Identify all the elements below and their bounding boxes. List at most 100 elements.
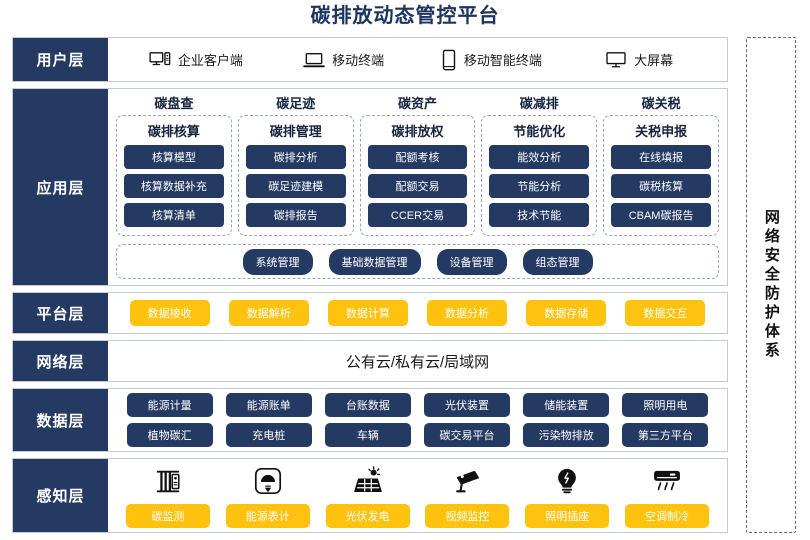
platform-chip-data-compute[interactable]: 数据计算 bbox=[327, 300, 408, 326]
application-module-columns: 碳盘查 碳排核算 核算模型 核算数据补充 核算清单 碳足迹 碳排管理 碳排分析 … bbox=[116, 93, 719, 236]
layer-application: 应用层 碳盘查 碳排核算 核算模型 核算数据补充 核算清单 碳足迹 碳排管理 bbox=[12, 88, 728, 286]
sensing-device-video-surveillance[interactable]: 视频监控 bbox=[425, 464, 510, 528]
data-source-pollutant-emission[interactable]: 污染物排放 bbox=[523, 423, 610, 447]
user-terminal-enterprise-client[interactable]: 企业客户端 bbox=[122, 50, 270, 69]
user-terminal-label: 移动智能终端 bbox=[463, 53, 542, 68]
network-security-band-label: 网络安全防护体系 bbox=[762, 209, 780, 361]
application-feature-button[interactable]: 核算数据补充 bbox=[124, 174, 224, 198]
sensing-device-list: 碳监测 能源表计 bbox=[108, 464, 727, 528]
application-feature-button[interactable]: 核算模型 bbox=[124, 145, 224, 169]
layer-platform-label: 平台层 bbox=[13, 293, 108, 333]
user-terminal-label: 大屏幕 bbox=[634, 53, 674, 68]
application-feature-button[interactable]: 核算清单 bbox=[124, 203, 224, 227]
layer-network: 网络层 公有云/私有云/局域网 bbox=[12, 340, 728, 382]
user-terminal-label: 企业客户端 bbox=[177, 53, 243, 68]
application-feature-button[interactable]: 碳税核算 bbox=[611, 174, 711, 198]
sensing-device-air-conditioning[interactable]: 空调制冷 bbox=[625, 464, 710, 528]
application-feature-button[interactable]: CBAM碳报告 bbox=[611, 203, 711, 227]
application-card: 碳排核算 核算模型 核算数据补充 核算清单 bbox=[116, 115, 232, 236]
layer-user-label: 用户层 bbox=[13, 38, 108, 81]
management-button-device[interactable]: 设备管理 bbox=[436, 248, 507, 275]
platform-chip-data-analysis[interactable]: 数据分析 bbox=[427, 300, 508, 326]
lightbulb-icon bbox=[552, 464, 582, 498]
management-button-system[interactable]: 系统管理 bbox=[242, 248, 313, 275]
layer-sensing: 感知层 碳监测 bbox=[12, 458, 728, 533]
application-card-title: 节能优化 bbox=[513, 124, 566, 139]
data-source-row: 植物碳汇 充电桩 车辆 碳交易平台 污染物排放 第三方平台 bbox=[120, 423, 715, 447]
application-column-carbon-inventory: 碳盘查 碳排核算 核算模型 核算数据补充 核算清单 bbox=[116, 93, 232, 236]
data-source-storage-device[interactable]: 储能装置 bbox=[523, 393, 610, 417]
application-feature-button[interactable]: 在线填报 bbox=[611, 145, 711, 169]
sensing-device-energy-meter[interactable]: 能源表计 bbox=[225, 464, 310, 528]
network-types-text: 公有云/私有云/局域网 bbox=[345, 353, 490, 371]
application-feature-button[interactable]: 配额交易 bbox=[367, 174, 468, 198]
layer-data: 数据层 能源计量 能源账单 台账数据 光伏装置 储能装置 照明用电 植物碳汇 充… bbox=[12, 388, 728, 452]
sensing-device-label: 空调制冷 bbox=[625, 503, 710, 528]
carbon-sensor-icon bbox=[153, 464, 183, 498]
data-source-energy-metering[interactable]: 能源计量 bbox=[126, 393, 213, 417]
platform-chip-data-exchange[interactable]: 数据交互 bbox=[625, 300, 706, 326]
application-feature-button[interactable]: 节能分析 bbox=[489, 174, 590, 198]
layer-network-body: 公有云/私有云/局域网 bbox=[108, 341, 727, 381]
application-feature-button[interactable]: 碳足迹建模 bbox=[245, 174, 346, 198]
application-card: 碳排放权 配额考核 配额交易 CCER交易 bbox=[359, 115, 476, 236]
platform-chip-data-receive[interactable]: 数据接收 bbox=[129, 300, 210, 326]
data-source-charging-pile[interactable]: 充电桩 bbox=[225, 423, 312, 447]
page-title: 碳排放动态管控平台 bbox=[310, 5, 500, 27]
layer-platform-body: 数据接收 数据解析 数据计算 数据分析 数据存储 数据交互 bbox=[108, 293, 727, 333]
user-terminal-list: 企业客户端 移动终端 bbox=[108, 49, 727, 71]
data-source-pv-device[interactable]: 光伏装置 bbox=[424, 393, 511, 417]
application-column-carbon-reduction: 碳减排 节能优化 能效分析 节能分析 技术节能 bbox=[481, 93, 598, 236]
application-feature-button[interactable]: 配额考核 bbox=[367, 145, 468, 169]
application-column-carbon-asset: 碳资产 碳排放权 配额考核 配额交易 CCER交易 bbox=[359, 93, 476, 236]
user-terminal-mobile[interactable]: 移动终端 bbox=[270, 50, 418, 69]
platform-chip-data-parse[interactable]: 数据解析 bbox=[228, 300, 309, 326]
application-feature-button[interactable]: 碳排分析 bbox=[245, 145, 346, 169]
application-column-title: 碳盘查 bbox=[154, 96, 194, 111]
air-conditioner-icon bbox=[652, 464, 682, 498]
data-source-row: 能源计量 能源账单 台账数据 光伏装置 储能装置 照明用电 bbox=[120, 393, 715, 417]
sensing-device-label: 照明插座 bbox=[525, 503, 610, 528]
sensing-device-label: 光伏发电 bbox=[325, 503, 410, 528]
data-source-energy-bill[interactable]: 能源账单 bbox=[225, 393, 312, 417]
management-button-base-data[interactable]: 基础数据管理 bbox=[328, 248, 421, 275]
user-terminal-big-screen[interactable]: 大屏幕 bbox=[565, 50, 713, 69]
smartphone-icon bbox=[441, 49, 457, 71]
application-feature-button[interactable]: 碳排报告 bbox=[245, 203, 346, 227]
layer-sensing-label: 感知层 bbox=[13, 459, 108, 532]
solar-panel-icon bbox=[353, 464, 383, 498]
sensing-device-solar-power[interactable]: 光伏发电 bbox=[325, 464, 410, 528]
platform-capability-list: 数据接收 数据解析 数据计算 数据分析 数据存储 数据交互 bbox=[108, 300, 727, 326]
application-column-carbon-footprint: 碳足迹 碳排管理 碳排分析 碳足迹建模 碳排报告 bbox=[237, 93, 354, 236]
layer-application-body: 碳盘查 碳排核算 核算模型 核算数据补充 核算清单 碳足迹 碳排管理 碳排分析 … bbox=[108, 89, 727, 285]
application-card-title: 碳排放权 bbox=[391, 124, 444, 139]
layer-user-body: 企业客户端 移动终端 bbox=[108, 38, 727, 81]
application-column-title: 碳减排 bbox=[519, 96, 559, 111]
sensing-device-lighting-socket[interactable]: 照明插座 bbox=[525, 464, 610, 528]
data-source-plant-carbon-sink[interactable]: 植物碳汇 bbox=[126, 423, 213, 447]
application-feature-button[interactable]: CCER交易 bbox=[367, 203, 468, 227]
layer-application-label: 应用层 bbox=[13, 89, 108, 285]
data-source-third-party-platform[interactable]: 第三方平台 bbox=[622, 423, 709, 447]
application-feature-button[interactable]: 技术节能 bbox=[489, 203, 590, 227]
platform-chip-data-storage[interactable]: 数据存储 bbox=[526, 300, 607, 326]
application-column-title: 碳足迹 bbox=[276, 96, 316, 111]
data-source-ledger-data[interactable]: 台账数据 bbox=[324, 393, 411, 417]
user-terminal-smart-mobile[interactable]: 移动智能终端 bbox=[418, 49, 566, 71]
data-source-grid: 能源计量 能源账单 台账数据 光伏装置 储能装置 照明用电 植物碳汇 充电桩 车… bbox=[108, 393, 727, 447]
application-feature-button[interactable]: 能效分析 bbox=[489, 145, 590, 169]
application-column-title: 碳关税 bbox=[641, 96, 681, 111]
management-button-configuration[interactable]: 组态管理 bbox=[522, 248, 593, 275]
data-source-vehicle[interactable]: 车辆 bbox=[324, 423, 411, 447]
laptop-icon bbox=[303, 51, 325, 69]
data-source-carbon-trading-platform[interactable]: 碳交易平台 bbox=[424, 423, 511, 447]
user-terminal-label: 移动终端 bbox=[332, 53, 385, 68]
meter-gauge-icon bbox=[253, 464, 283, 498]
data-source-lighting-power[interactable]: 照明用电 bbox=[622, 393, 709, 417]
application-card: 节能优化 能效分析 节能分析 技术节能 bbox=[481, 115, 598, 236]
application-card-title: 关税申报 bbox=[635, 124, 688, 139]
application-card: 碳排管理 碳排分析 碳足迹建模 碳排报告 bbox=[237, 115, 354, 236]
application-card-title: 碳排核算 bbox=[147, 124, 200, 139]
desktop-tower-icon bbox=[149, 51, 171, 69]
sensing-device-carbon-monitor[interactable]: 碳监测 bbox=[125, 464, 210, 528]
